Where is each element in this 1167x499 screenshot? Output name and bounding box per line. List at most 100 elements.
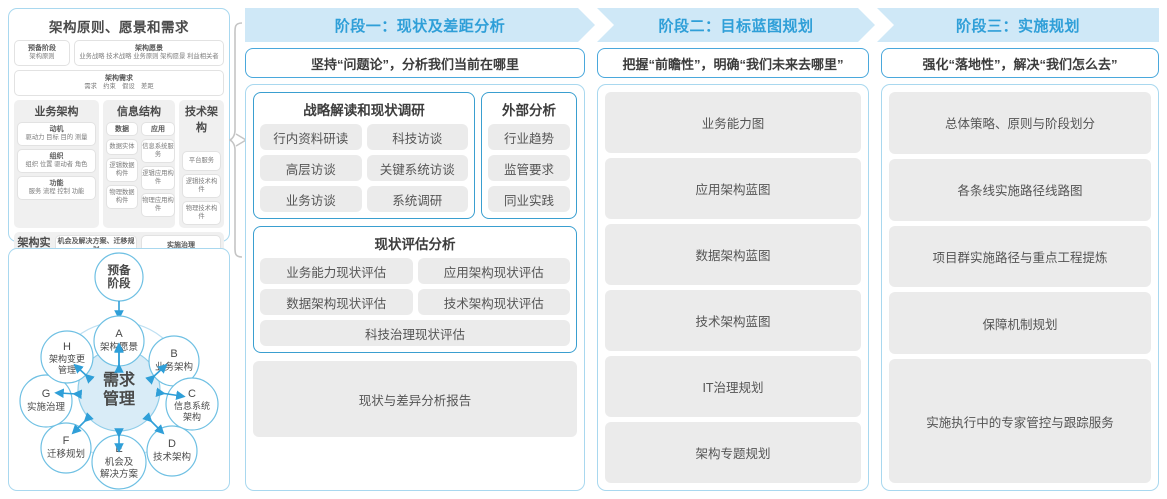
chip-preliminary: 预备阶段 架构原则 bbox=[14, 40, 70, 66]
phase-2-items: 业务能力图 应用架构蓝图 数据架构蓝图 技术架构蓝图 IT治理规划 架构专题规划 bbox=[605, 92, 861, 483]
pill-item[interactable]: 技术架构蓝图 bbox=[605, 290, 861, 351]
pill-item[interactable]: 数据架构现状评估 bbox=[260, 289, 413, 315]
svg-text:H: H bbox=[63, 341, 71, 353]
pill-item[interactable]: 业务能力现状评估 bbox=[260, 258, 413, 284]
svg-text:阶段: 阶段 bbox=[108, 276, 131, 290]
phase-2-subtitle: 把握“前瞻性”，明确“我们未来去哪里” bbox=[597, 48, 869, 78]
pill-item[interactable]: 系统调研 bbox=[366, 186, 468, 212]
pill-item[interactable]: IT治理规划 bbox=[605, 356, 861, 417]
chip-logical-application-component: 逻辑应用构件 bbox=[141, 166, 175, 190]
chip-logical-data-component: 逻辑数据构件 bbox=[106, 158, 138, 182]
card-strategy-research-title: 战略解读和现状调研 bbox=[303, 103, 425, 118]
adm-cycle-diagram: 需求 管理 预备 阶段 A 架构愿景 B 业务架构 C 信息系统 bbox=[19, 252, 219, 490]
chip-information-system-service: 信息系统服务 bbox=[141, 139, 175, 163]
chip-data-entity: 数据实体 bbox=[106, 139, 138, 155]
section-information-structure: 信息结构 数据 数据实体 逻辑数据构件 bbox=[103, 100, 175, 228]
chip-architecture-vision: 架构愿景 业务战略 技术战略 业务原则 架构愿景 利益相关者 bbox=[74, 40, 224, 66]
svg-text:迁移规划: 迁移规划 bbox=[47, 448, 85, 460]
pill-item[interactable]: 高层访谈 bbox=[260, 155, 362, 181]
chip-physical-data-component: 物理数据构件 bbox=[106, 185, 138, 209]
phase-1-subtitle: 坚持“问题论”，分析我们当前在哪里 bbox=[245, 48, 585, 78]
svg-text:G: G bbox=[42, 388, 51, 400]
svg-text:信息系统: 信息系统 bbox=[174, 400, 210, 411]
togaf-domain-row: 业务架构 动机 驱动力 目标 目的 测量 组织 组织 位置 驱动者 角色 功能 bbox=[14, 100, 224, 228]
card-external-analysis-items: 行业趋势 监管要求 同业实践 bbox=[488, 124, 570, 212]
pill-item[interactable]: 架构专题规划 bbox=[605, 422, 861, 483]
svg-text:实施治理: 实施治理 bbox=[27, 401, 66, 413]
section-business-architecture: 业务架构 动机 驱动力 目标 目的 测量 组织 组织 位置 驱动者 角色 功能 bbox=[14, 100, 99, 228]
pill-item[interactable]: 业务访谈 bbox=[260, 186, 362, 212]
phase-1-report[interactable]: 现状与差异分析报告 bbox=[253, 361, 577, 437]
pill-item[interactable]: 科技访谈 bbox=[366, 124, 468, 150]
svg-text:技术架构: 技术架构 bbox=[153, 451, 191, 463]
pill-item[interactable]: 各条线实施路径线路图 bbox=[889, 158, 1151, 221]
chip-architecture-requirements: 架构需求 需求 约束 假设 差距 bbox=[14, 70, 224, 96]
pill-item[interactable]: 应用架构现状评估 bbox=[417, 258, 570, 284]
phase-2-subtitle-label: 把握“前瞻性”，明确“我们未来去哪里” bbox=[622, 56, 844, 72]
pill-item[interactable]: 业务能力图 bbox=[605, 92, 861, 153]
phase-3-items: 总体策略、原则与阶段划分 各条线实施路径线路图 项目群实施路径与重点工程提炼 保… bbox=[889, 92, 1151, 483]
pill-item[interactable]: 数据架构蓝图 bbox=[605, 224, 861, 285]
pill-item[interactable]: 关键系统访谈 bbox=[366, 155, 468, 181]
chip-organization: 组织 组织 位置 驱动者 角色 bbox=[17, 149, 96, 173]
svg-text:A: A bbox=[115, 328, 123, 340]
svg-text:C: C bbox=[188, 388, 196, 400]
card-current-state-assessment-items: 业务能力现状评估 应用架构现状评估 数据架构现状评估 技术架构现状评估 科技治理… bbox=[260, 258, 570, 346]
phase-3-body: 总体策略、原则与阶段划分 各条线实施路径线路图 项目群实施路径与重点工程提炼 保… bbox=[881, 84, 1159, 491]
pill-item[interactable]: 应用架构蓝图 bbox=[605, 158, 861, 219]
pill-item[interactable]: 行内资料研读 bbox=[260, 124, 362, 150]
adm-node-preliminary bbox=[94, 252, 144, 302]
phase-3-subtitle-label: 强化“落地性”，解决“我们怎么去” bbox=[922, 56, 1118, 72]
svg-text:解决方案: 解决方案 bbox=[100, 468, 139, 480]
pill-item[interactable]: 保障机制规划 bbox=[889, 292, 1151, 355]
phase-1-banner-label: 阶段一：现状及差距分析 bbox=[334, 17, 506, 35]
svg-text:D: D bbox=[168, 438, 176, 450]
chip-motivation: 动机 驱动力 目标 目的 测量 bbox=[17, 122, 96, 146]
togaf-row-1: 预备阶段 架构原则 架构愿景 业务战略 技术战略 业务原则 架构愿景 利益相关者 bbox=[14, 40, 224, 66]
chip-platform-service: 平台服务 bbox=[182, 151, 221, 171]
svg-text:业务架构: 业务架构 bbox=[155, 361, 193, 373]
phase-1-subtitle-label: 坚持“问题论”，分析我们当前在哪里 bbox=[310, 56, 519, 72]
svg-text:预备: 预备 bbox=[108, 263, 131, 277]
phase-3-banner-label: 阶段三：实施规划 bbox=[955, 17, 1080, 35]
adm-node-g bbox=[19, 374, 73, 428]
togaf-row-2: 架构需求 需求 约束 假设 差距 bbox=[14, 70, 224, 96]
pill-item[interactable]: 项目群实施路径与重点工程提炼 bbox=[889, 225, 1151, 288]
card-current-state-assessment-title: 现状评估分析 bbox=[374, 237, 456, 252]
chip-logical-technology-component: 逻辑技术构件 bbox=[182, 174, 221, 198]
phase-2-banner: 阶段二：目标蓝图规划 bbox=[597, 8, 875, 42]
chip-function: 功能 服务 流程 控制 功能 bbox=[17, 176, 96, 200]
svg-text:管理: 管理 bbox=[58, 364, 76, 375]
chip-physical-technology-component: 物理技术构件 bbox=[182, 201, 221, 225]
phase-3-subtitle: 强化“落地性”，解决“我们怎么去” bbox=[881, 48, 1159, 78]
pill-item[interactable]: 行业趋势 bbox=[488, 124, 570, 150]
card-external-analysis: 外部分析 行业趋势 监管要求 同业实践 bbox=[481, 92, 577, 219]
left-column: 架构原则、愿景和需求 预备阶段 架构原则 架构愿景 业务战略 技术战略 业务原则… bbox=[8, 8, 230, 491]
svg-text:B: B bbox=[170, 348, 177, 360]
adm-node-f bbox=[40, 422, 92, 474]
card-strategy-research-items: 行内资料研读 科技访谈 高层访谈 关键系统访谈 业务访谈 系统调研 bbox=[260, 124, 468, 212]
chip-physical-application-component: 物理应用构件 bbox=[141, 193, 175, 217]
pill-item[interactable]: 总体策略、原则与阶段划分 bbox=[889, 92, 1151, 154]
adm-node-d bbox=[146, 425, 198, 477]
chip-application: 应用 bbox=[141, 122, 175, 136]
svg-text:架构变更: 架构变更 bbox=[49, 353, 85, 364]
phase-2-banner-label: 阶段二：目标蓝图规划 bbox=[658, 17, 814, 35]
phase-1-banner: 阶段一：现状及差距分析 bbox=[245, 8, 595, 42]
pill-item[interactable]: 实施执行中的专家管控与跟踪服务 bbox=[889, 359, 1151, 483]
pill-item[interactable]: 监管要求 bbox=[488, 155, 570, 181]
card-current-state-assessment: 现状评估分析 业务能力现状评估 应用架构现状评估 数据架构现状评估 技术架构现状… bbox=[253, 226, 577, 353]
chip-data: 数据 bbox=[106, 122, 138, 136]
svg-text:机会及: 机会及 bbox=[105, 456, 134, 468]
pill-item[interactable]: 科技治理现状评估 bbox=[260, 320, 570, 346]
adm-cycle-panel: 需求 管理 预备 阶段 A 架构愿景 B 业务架构 C 信息系统 bbox=[8, 248, 230, 491]
phase-3-banner: 阶段三：实施规划 bbox=[877, 8, 1159, 42]
pill-item[interactable]: 同业实践 bbox=[488, 186, 570, 212]
togaf-content-framework-panel: 架构原则、愿景和需求 预备阶段 架构原则 架构愿景 业务战略 技术战略 业务原则… bbox=[8, 8, 230, 268]
pill-item[interactable]: 技术架构现状评估 bbox=[417, 289, 570, 315]
adm-center-label-2: 管理 bbox=[103, 389, 135, 408]
card-strategy-research: 战略解读和现状调研 行内资料研读 科技访谈 高层访谈 关键系统访谈 业务访谈 系… bbox=[253, 92, 475, 219]
phase-1-body: 战略解读和现状调研 行内资料研读 科技访谈 高层访谈 关键系统访谈 业务访谈 系… bbox=[245, 84, 585, 491]
togaf-title: 架构原则、愿景和需求 bbox=[49, 20, 189, 35]
svg-text:F: F bbox=[63, 435, 70, 447]
